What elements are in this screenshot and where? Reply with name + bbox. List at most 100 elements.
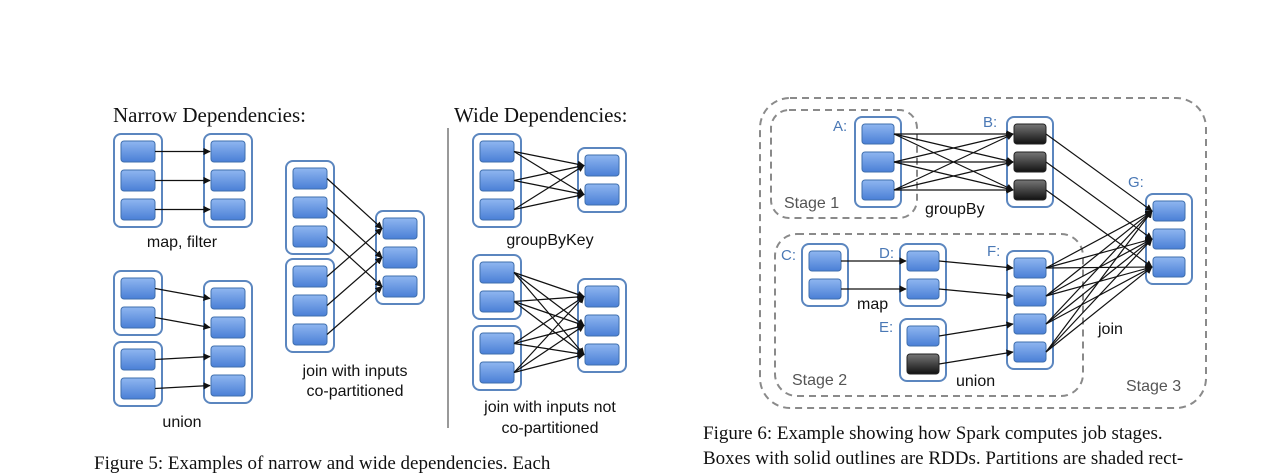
figure-6-caption-line-2: Boxes with solid outlines are RDDs. Part… xyxy=(703,448,1184,469)
stage-1-box xyxy=(770,109,918,219)
shaded-partition-e-2 xyxy=(906,353,940,375)
partition-d-1 xyxy=(906,250,940,272)
join-edge-b-0 xyxy=(1045,133,1153,212)
partition-map-output-2 xyxy=(210,169,246,192)
stage-3-box xyxy=(759,97,1207,409)
partition-union-input-a-2 xyxy=(120,306,156,329)
union-edge-e0 xyxy=(938,321,1014,337)
copart-join-edge-b-1 xyxy=(326,257,383,306)
partition-d-2 xyxy=(906,278,940,300)
label-groupbykey: groupByKey xyxy=(506,232,593,249)
partition-groupbykey-input-1 xyxy=(479,140,515,163)
groupby-edge-1-0 xyxy=(893,131,1014,163)
partition-g-2 xyxy=(1152,228,1186,250)
partition-c-1 xyxy=(808,250,842,272)
partition-e-1 xyxy=(906,325,940,347)
groupbykey-edge-0-0 xyxy=(513,150,585,168)
figure-6-caption-line-1: Figure 6: Example showing how Spark comp… xyxy=(703,423,1163,444)
noncopart-join-edge-a-0-0 xyxy=(513,271,585,298)
partition-groupbykey-input-3 xyxy=(479,198,515,221)
figure-5-edges xyxy=(154,147,585,390)
partition-map-input-1 xyxy=(120,140,156,163)
rdd-label-c: C: xyxy=(781,247,796,264)
partition-noncopart-join-input-b-1 xyxy=(479,332,515,355)
partition-noncopart-join-output-2 xyxy=(584,314,620,337)
narrow-dependencies-heading: Narrow Dependencies: xyxy=(113,103,306,127)
join-edge-f-1-0 xyxy=(1045,210,1153,297)
partition-groupbykey-input-2 xyxy=(479,169,515,192)
figure-6-edges xyxy=(841,130,1153,365)
partition-copart-join-input-b-3 xyxy=(292,323,328,346)
partition-copart-join-input-b-2 xyxy=(292,294,328,317)
groupby-edge-2-1 xyxy=(893,159,1014,191)
partition-noncopart-join-output-3 xyxy=(584,343,620,366)
stage-2-box xyxy=(774,233,1084,397)
partition-noncopart-join-output-1 xyxy=(584,285,620,308)
partition-map-input-2 xyxy=(120,169,156,192)
partition-f-1 xyxy=(1013,257,1047,279)
partition-map-output-1 xyxy=(210,140,246,163)
noncopart-join-edge-b-1-0 xyxy=(513,295,585,373)
partition-copart-join-output-2 xyxy=(382,246,418,269)
join-edge-f-3-2 xyxy=(1045,266,1153,353)
op-label-union: union xyxy=(956,373,995,390)
partition-map-input-3 xyxy=(120,198,156,221)
partition-map-output-3 xyxy=(210,198,246,221)
rdd-label-e: E: xyxy=(879,319,893,336)
join-edge-f-2-0 xyxy=(1045,210,1153,325)
noncopart-join-edge-a-1-2 xyxy=(513,301,585,355)
union-edge-3 xyxy=(154,382,211,390)
label-map-filter: map, filter xyxy=(147,234,218,251)
partition-union-input-b-1 xyxy=(120,348,156,371)
groupby-edge-2-0 xyxy=(893,133,1014,191)
partition-union-input-b-2 xyxy=(120,377,156,400)
label-union: union xyxy=(162,414,201,431)
groupbykey-edge-2-1 xyxy=(513,192,585,211)
label-join-not-copartitioned-line2: co-partitioned xyxy=(502,420,599,437)
stage-1-label: Stage 1 xyxy=(784,195,839,212)
rdd-label-g: G: xyxy=(1128,174,1144,191)
partition-noncopart-join-input-a-2 xyxy=(479,290,515,313)
noncopart-join-edge-b-1-1 xyxy=(513,325,585,373)
op-label-map: map xyxy=(857,296,888,313)
noncopart-join-edge-b-0-0 xyxy=(513,296,585,344)
partition-g-3 xyxy=(1152,256,1186,278)
copart-join-edge-a-1 xyxy=(326,207,383,258)
partition-copart-join-output-1 xyxy=(382,217,418,240)
union-edge-d1 xyxy=(938,288,1014,299)
label-join-copartitioned-line2: co-partitioned xyxy=(307,383,404,400)
rdd-label-a: A: xyxy=(833,118,847,135)
partition-copart-join-input-a-3 xyxy=(292,225,328,248)
partition-union-input-a-1 xyxy=(120,277,156,300)
stage-3-label: Stage 3 xyxy=(1126,378,1181,395)
label-join-copartitioned-line1: join with inputs xyxy=(302,363,408,380)
union-edge-1 xyxy=(154,316,211,330)
groupbykey-edge-2-0 xyxy=(513,164,585,211)
join-edge-f-3-0 xyxy=(1045,210,1153,353)
join-edge-f-0-0 xyxy=(1045,210,1153,269)
union-edge-2 xyxy=(154,353,211,361)
partition-union-output-1 xyxy=(210,287,246,310)
partition-union-output-2 xyxy=(210,316,246,339)
join-edge-b-2 xyxy=(1045,189,1153,268)
noncopart-join-edge-a-1-1 xyxy=(513,300,585,327)
figure-6: A: B: C: D: E: F: G: Stage 1 Stage 2 Sta… xyxy=(759,97,1207,409)
shaded-partition-b-2 xyxy=(1013,151,1047,173)
op-label-join: join xyxy=(1097,321,1123,338)
copart-join-edge-a-0 xyxy=(326,178,383,229)
copart-join-edge-b-0 xyxy=(326,228,383,277)
shaded-partition-b-3 xyxy=(1013,179,1047,201)
partition-f-2 xyxy=(1013,285,1047,307)
partition-f-4 xyxy=(1013,341,1047,363)
copart-join-edge-a-2 xyxy=(326,236,383,287)
noncopart-join-edge-b-1-2 xyxy=(513,352,585,374)
figure-5-caption: Figure 5: Examples of narrow and wide de… xyxy=(94,453,551,474)
partition-copart-join-input-a-2 xyxy=(292,196,328,219)
rdd-f xyxy=(1006,250,1054,370)
join-edge-b-1 xyxy=(1045,161,1153,240)
partition-copart-join-output-3 xyxy=(382,275,418,298)
label-join-not-copartitioned-line1: join with inputs not xyxy=(483,399,616,416)
copart-join-edge-b-2 xyxy=(326,286,383,335)
partition-f-3 xyxy=(1013,313,1047,335)
